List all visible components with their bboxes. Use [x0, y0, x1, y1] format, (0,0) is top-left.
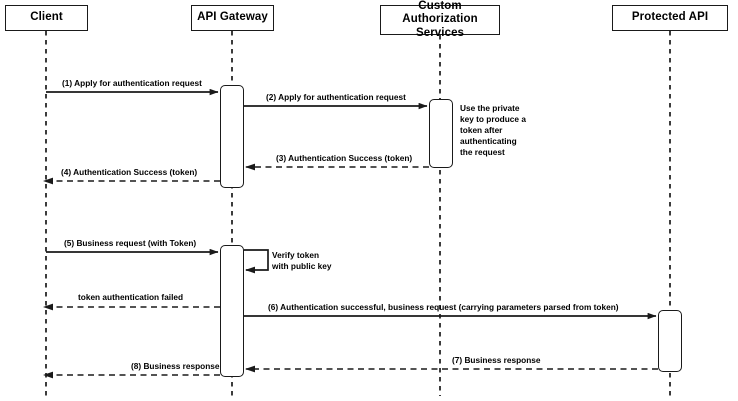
messages-group [43, 88, 658, 379]
message-label-2: (2) Apply for authentication request [266, 92, 406, 102]
participant-protected-api[interactable]: Protected API [612, 5, 728, 31]
participant-api-gateway[interactable]: API Gateway [191, 5, 274, 31]
participant-label-custom-authorization-services: Custom Authorization Services [402, 0, 478, 39]
self-message-arrow-self-verify[interactable] [244, 249, 269, 274]
lifelines-group [45, 31, 671, 396]
message-label-token-authentication-failed: token authentication failed [78, 292, 184, 302]
message-label-3: (3) Authentication Success (token) [276, 153, 413, 163]
message-label-7: (7) Business response [452, 355, 541, 365]
activation-bar-gateway-auth[interactable] [220, 85, 244, 188]
participant-label-api-gateway: API Gateway [197, 11, 268, 24]
message-label-8: (8) Business response [131, 361, 220, 371]
message-label-6: (6) Authentication successful, business … [268, 302, 619, 312]
note-use-private-key: Use the private key to produce a token a… [460, 103, 526, 157]
participant-label-protected-api: Protected API [631, 11, 709, 24]
activation-bar-auth-service[interactable] [429, 99, 453, 168]
participant-client[interactable]: Client [5, 5, 88, 31]
activation-bar-protected-api[interactable] [658, 310, 682, 372]
self-messages-group [244, 249, 269, 274]
participant-custom-authorization-services[interactable]: Custom Authorization Services [380, 0, 500, 39]
self-message-label-verify-token: Verify token with public key [272, 250, 332, 271]
message-label-4: (4) Authentication Success (token) [61, 167, 198, 177]
message-label-1: (1) Apply for authentication request [62, 78, 202, 88]
participant-label-client: Client [30, 11, 63, 24]
message-label-5: (5) Business request (with Token) [64, 238, 197, 248]
activation-bar-gateway-business[interactable] [220, 245, 244, 377]
